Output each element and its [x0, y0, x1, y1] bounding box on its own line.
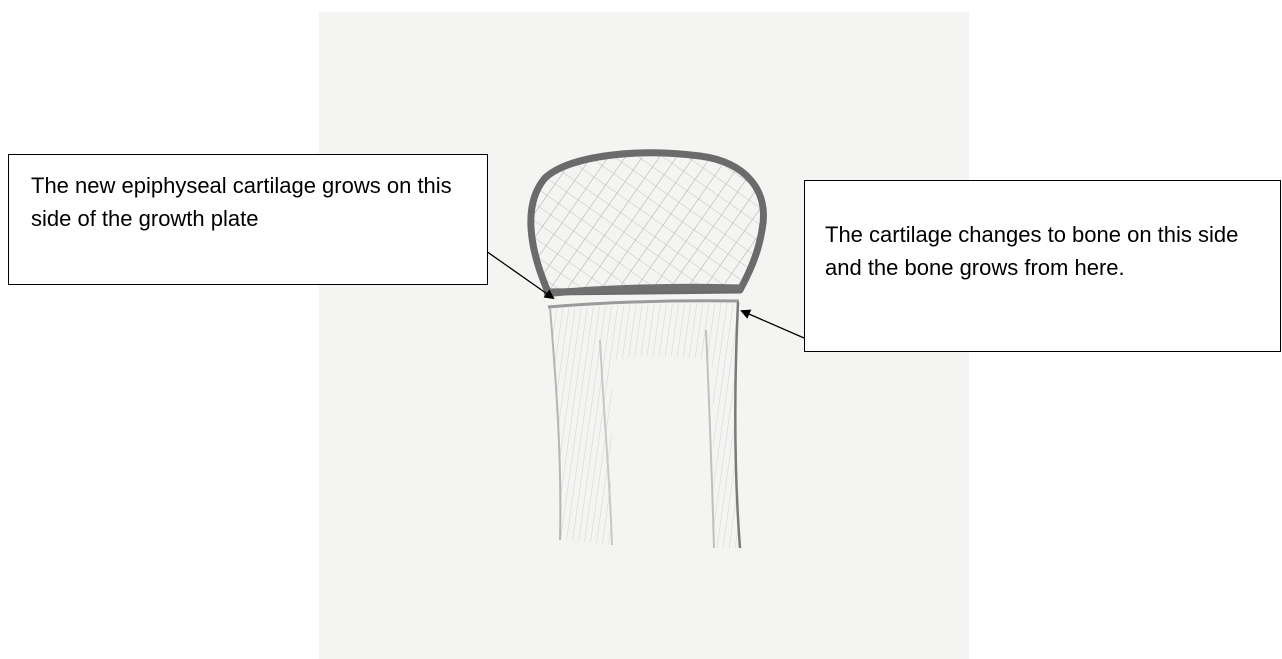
bone-formation-callout: The cartilage changes to bone on this si…: [804, 180, 1281, 352]
epiphysis-head: [531, 153, 764, 292]
bone-shaft-shading: [550, 302, 740, 548]
bone-formation-text: The cartilage changes to bone on this si…: [825, 222, 1238, 280]
cartilage-growth-text: The new epiphyseal cartilage grows on th…: [31, 173, 452, 231]
cartilage-growth-callout: The new epiphyseal cartilage grows on th…: [8, 154, 488, 285]
right-callout-arrow: [742, 311, 804, 338]
